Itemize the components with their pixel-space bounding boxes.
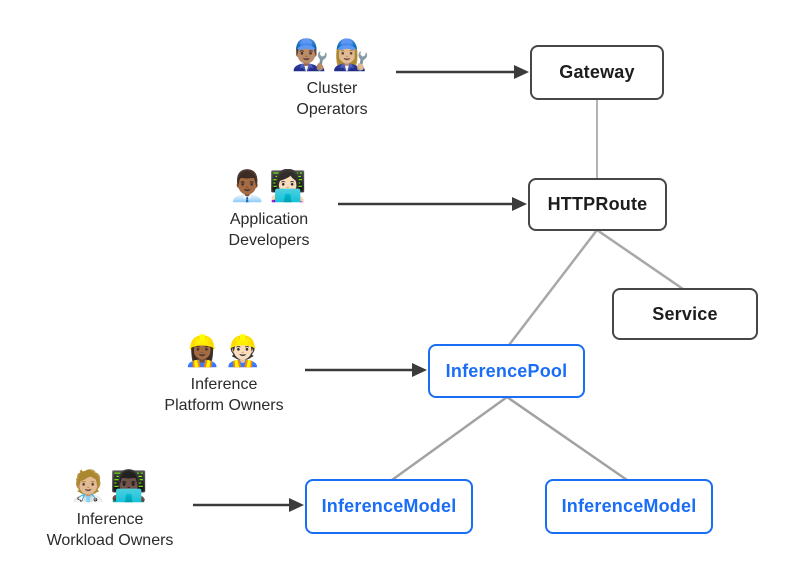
persona-label-line1: Inference [76,511,144,528]
node-inferencepool: InferencePool [428,344,585,398]
edge-inferencepool-inferencemodel-right [506,395,628,482]
persona-cluster-operators: 👨🏽‍🔧👩🏼‍🔧 Cluster Operators [232,35,432,120]
node-inferencemodel-right: InferenceModel [545,479,713,534]
mechanics-emoji-icon: 👨🏽‍🔧👩🏼‍🔧 [291,39,373,72]
arrow-inference-platform-owners-inferencepool [305,363,427,377]
node-gateway: Gateway [530,45,664,100]
arrow-inference-workload-owners-inferencemodel [193,498,304,512]
arrow-application-developers-httproute [338,197,527,211]
node-service: Service [612,288,758,340]
persona-cluster-operators-label: Cluster Operators [232,78,432,120]
node-inferencemodel-left: InferenceModel [305,479,473,534]
persona-application-developers-label: Application Developers [169,209,369,251]
persona-label-line1: Cluster [306,80,358,97]
persona-label-line1: Application [229,211,309,228]
persona-label-line2: Developers [228,232,310,249]
node-inferencemodel-left-label: InferenceModel [321,496,457,516]
node-service-label: Service [652,303,718,324]
node-inferencemodel-right-label: InferenceModel [561,496,697,516]
edge-inferencepool-inferencemodel-left [391,395,508,482]
persona-inference-platform-owners-label: Inference Platform Owners [124,374,324,416]
health-worker-technologist-emoji-icon: 🧑🏼‍⚕️👨🏿‍💻 [69,470,151,503]
construction-workers-emoji-icon: 👷🏾‍♀️👷🏻 [183,335,265,368]
persona-label-line2: Operators [296,101,368,118]
persona-inference-workload-owners: 🧑🏼‍⚕️👨🏿‍💻 Inference Workload Owners [10,466,210,551]
persona-application-developers: 👨🏾‍💼👩🏻‍💻 Application Developers [169,166,369,251]
persona-inference-platform-owners: 👷🏾‍♀️👷🏻 Inference Platform Owners [124,331,324,416]
node-httproute: HTTPRoute [528,178,667,231]
edge-httproute-service [596,228,684,291]
edge-httproute-inferencepool [508,229,598,346]
persona-label-line2: Platform Owners [164,397,284,414]
persona-label-line1: Inference [190,376,258,393]
persona-inference-workload-owners-label: Inference Workload Owners [10,509,210,551]
node-gateway-label: Gateway [559,62,635,82]
persona-label-line2: Workload Owners [46,532,174,549]
arrow-cluster-operators-gateway [396,65,529,79]
node-inferencepool-label: InferencePool [445,360,568,381]
technologists-emoji-icon: 👨🏾‍💼👩🏻‍💻 [228,170,310,203]
node-httproute-label: HTTPRoute [547,194,648,214]
